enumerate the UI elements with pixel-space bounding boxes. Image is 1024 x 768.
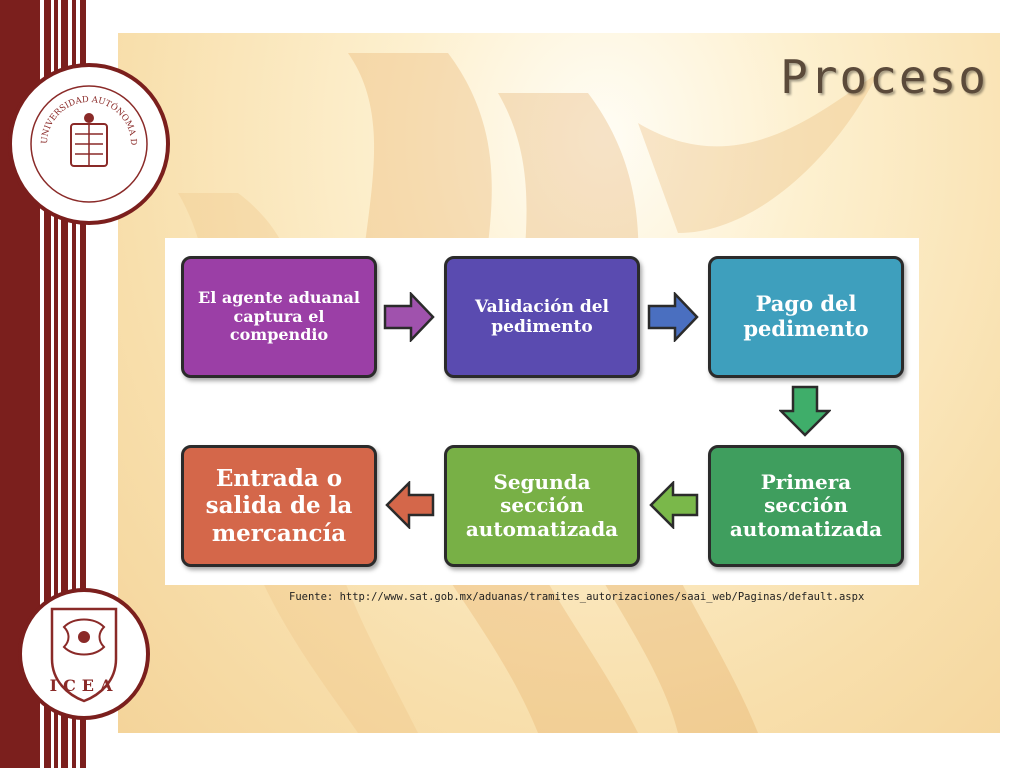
step-1-label: El agente aduanal captura el compendio xyxy=(198,287,360,345)
step-1-agent-captures: El agente aduanal captura el compendio xyxy=(181,256,377,378)
arrow-4-shape xyxy=(649,481,699,529)
university-seal-top: UNIVERSIDAD AUTÓNOMA DEL ESTADO DE HIDAL… xyxy=(8,63,170,225)
step-2-validation: Validación del pedimento xyxy=(444,256,640,378)
step-5-label: Segunda sección automatizada xyxy=(465,469,619,541)
arrow-2-shape xyxy=(647,292,699,342)
arrow-left-icon xyxy=(385,481,435,529)
step-3-payment: Pago del pedimento xyxy=(708,256,904,378)
step-6-label: Entrada o salida de la mercancía xyxy=(205,465,353,547)
step-6-goods-entry-exit: Entrada o salida de la mercancía xyxy=(181,445,377,567)
step-5-second-automated-section: Segunda sección automatizada xyxy=(444,445,640,567)
university-crest-icon: UNIVERSIDAD AUTÓNOMA DEL ESTADO DE HIDAL… xyxy=(19,74,148,203)
arrow-1-shape xyxy=(383,292,435,342)
arrow-down-icon xyxy=(779,385,831,437)
step-2-label: Validación del pedimento xyxy=(474,296,610,337)
arrow-5-shape xyxy=(385,481,435,529)
seal-top-text: UNIVERSIDAD AUTÓNOMA DEL ESTADO DE HIDAL… xyxy=(19,74,138,146)
arrow-3-shape xyxy=(779,385,831,437)
arrow-right-icon xyxy=(383,292,435,342)
icea-crest-icon: ICEA xyxy=(50,607,119,703)
icea-seal-text: ICEA xyxy=(50,676,119,695)
process-flow-diagram: El agente aduanal captura el compendio V… xyxy=(165,238,919,585)
slide-title: Proceso xyxy=(780,50,988,104)
icea-seal-bottom: ICEA xyxy=(18,588,150,720)
arrow-right-icon xyxy=(647,292,699,342)
step-3-label: Pago del pedimento xyxy=(743,291,869,341)
step-4-label: Primera sección automatizada xyxy=(729,469,883,541)
source-citation: Fuente: http://www.sat.gob.mx/aduanas/tr… xyxy=(289,591,865,603)
svg-text:UNIVERSIDAD AUTÓNOMA DEL ESTAD: UNIVERSIDAD AUTÓNOMA DEL ESTADO DE HIDAL… xyxy=(19,74,138,146)
arrow-left-icon xyxy=(649,481,699,529)
step-4-first-automated-section: Primera sección automatizada xyxy=(708,445,904,567)
